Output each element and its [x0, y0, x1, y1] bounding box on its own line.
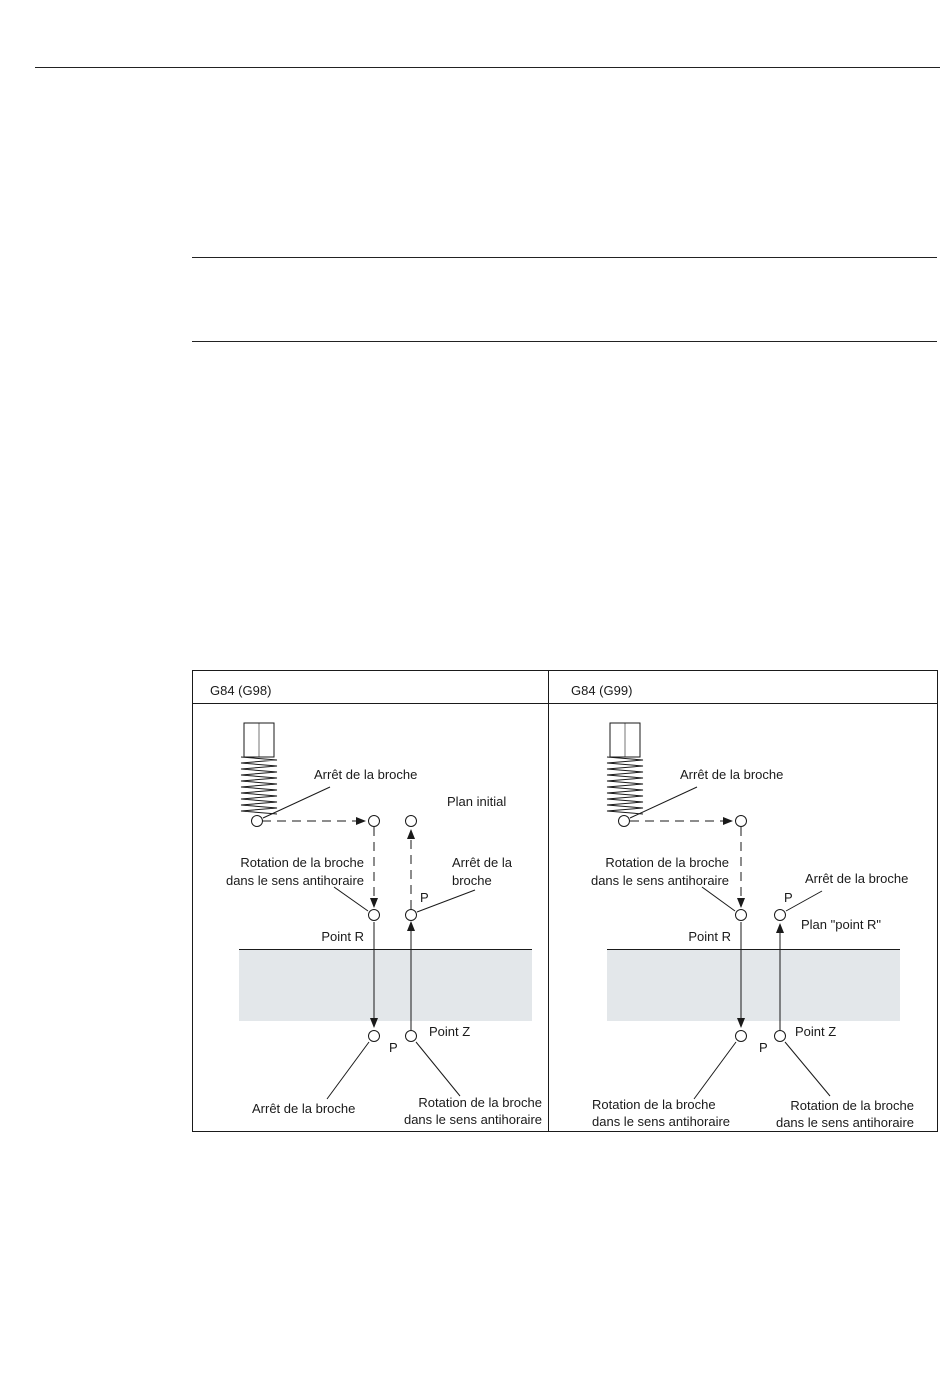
tap-tool-icon [240, 722, 278, 815]
return-initial-point [405, 815, 417, 827]
label-bottom-left: Arrêt de la broche [252, 1101, 355, 1116]
note-rule-top [192, 257, 937, 258]
label-spindle-stop-top: Arrêt de la broche [314, 767, 417, 782]
top-rule [35, 67, 940, 68]
figure-frame [192, 670, 938, 1132]
point-r-down [735, 909, 747, 921]
start-point [618, 815, 630, 827]
label-point-r: Point R [321, 929, 364, 944]
leader [784, 1041, 831, 1097]
label-stop-right-1: Arrêt de la [452, 855, 513, 870]
label-spindle-stop-top: Arrêt de la broche [680, 767, 783, 782]
label-stop-right: Arrêt de la broche [805, 871, 908, 886]
leader [693, 1041, 737, 1100]
label-point-z: Point Z [795, 1024, 836, 1039]
label-rotation-1: Rotation de la broche [605, 855, 729, 870]
leader [262, 786, 331, 819]
point-r-up [405, 909, 417, 921]
label-rotation-2: dans le sens antihoraire [226, 873, 364, 888]
label-bottom-left-2: dans le sens antihoraire [592, 1114, 730, 1129]
panel-header: G84 (G99) [571, 683, 632, 698]
label-bottom-right-2: dans le sens antihoraire [776, 1115, 914, 1130]
point-r-down [368, 909, 380, 921]
label-bottom-left-1: Rotation de la broche [592, 1097, 716, 1112]
label-point-z: Point Z [429, 1024, 470, 1039]
label-p-bottom: P [389, 1040, 398, 1055]
label-plane-r: Plan "point R" [801, 917, 881, 932]
workpiece [239, 950, 532, 1021]
label-point-r: Point R [688, 929, 731, 944]
point-z-down [368, 1030, 380, 1042]
label-bottom-right-2: dans le sens antihoraire [404, 1112, 542, 1127]
panel-g99: G84 (G99) Arrêt de la broche Rotation de… [571, 683, 914, 1130]
point-r-up [774, 909, 786, 921]
note-rule-bottom [192, 341, 937, 342]
label-bottom-right-1: Rotation de la broche [418, 1095, 542, 1110]
leader [785, 890, 823, 912]
leader [629, 786, 698, 819]
leader [416, 889, 476, 913]
leader [326, 1041, 370, 1100]
panel-g98: G84 (G98) Arrêt de la broche Plan initia [210, 683, 542, 1127]
label-p-bottom: P [759, 1040, 768, 1055]
point-z-up [405, 1030, 417, 1042]
leader [701, 886, 736, 912]
initial-point [735, 815, 747, 827]
start-point [251, 815, 263, 827]
label-p-top: P [420, 890, 429, 905]
tap-tool-icon [606, 722, 644, 815]
label-p-top: P [784, 890, 793, 905]
leader [415, 1041, 461, 1097]
leader [333, 886, 369, 912]
initial-point [368, 815, 380, 827]
point-z-down [735, 1030, 747, 1042]
label-initial-plane: Plan initial [447, 794, 506, 809]
workpiece [607, 950, 900, 1021]
label-bottom-right-1: Rotation de la broche [790, 1098, 914, 1113]
point-z-up [774, 1030, 786, 1042]
label-rotation-2: dans le sens antihoraire [591, 873, 729, 888]
panel-header: G84 (G98) [210, 683, 271, 698]
label-rotation-1: Rotation de la broche [240, 855, 364, 870]
label-stop-right-2: broche [452, 873, 492, 888]
